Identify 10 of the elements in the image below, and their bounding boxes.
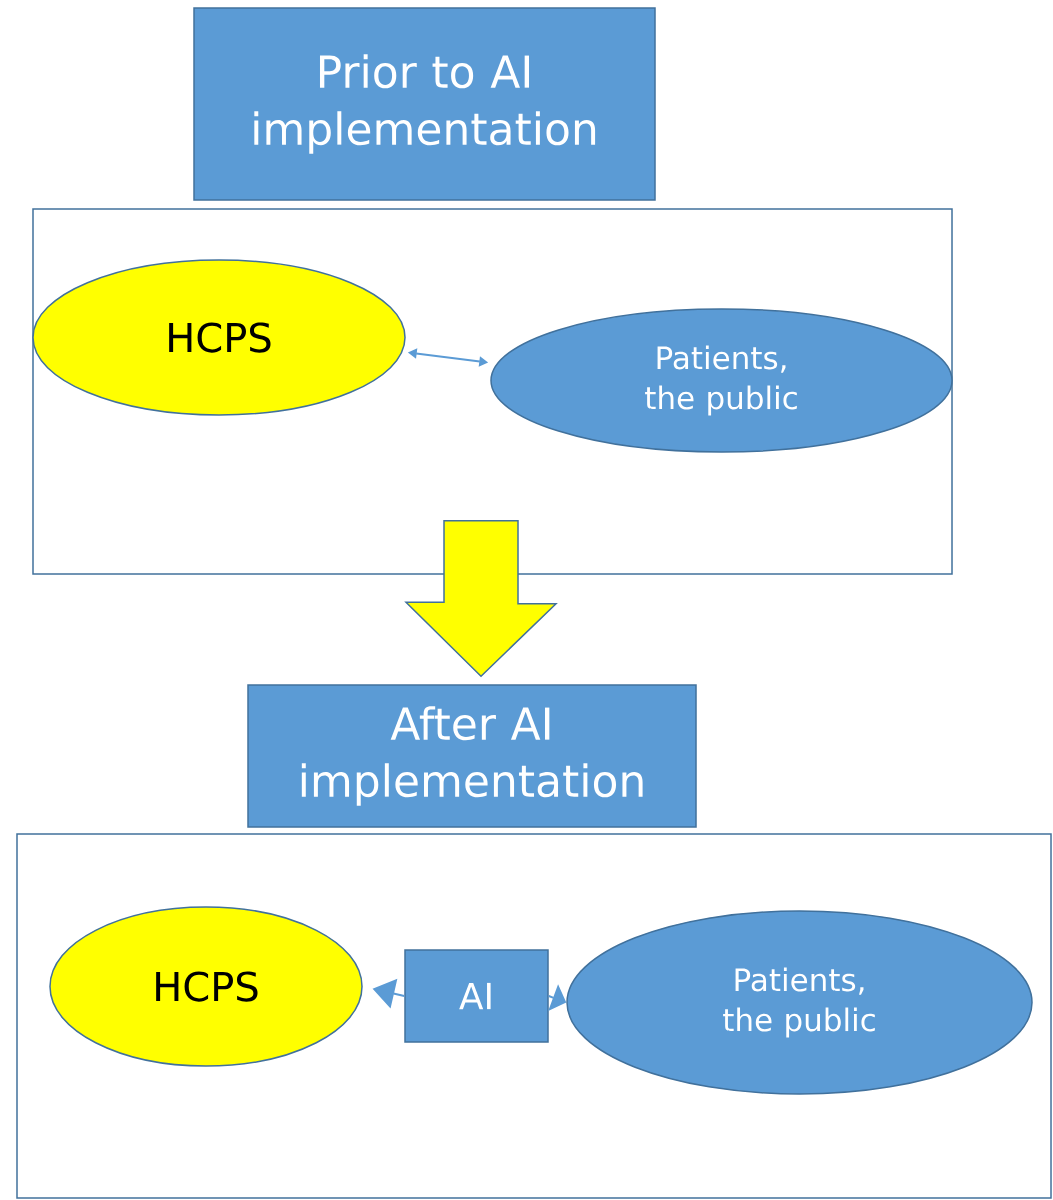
ellipse-node: HCPS xyxy=(49,906,363,1067)
title-box: Prior to AI implementation xyxy=(193,7,656,201)
process-box: AI xyxy=(404,949,549,1043)
block-arrow xyxy=(404,520,558,678)
panel-frame xyxy=(32,208,953,575)
panel-frame xyxy=(16,833,1052,1199)
title-box: After AI implementation xyxy=(247,684,697,828)
ellipse-node: Patients, the public xyxy=(566,910,1033,1095)
ellipse-node: HCPS xyxy=(32,259,406,416)
ellipse-node: Patients, the public xyxy=(490,308,953,453)
